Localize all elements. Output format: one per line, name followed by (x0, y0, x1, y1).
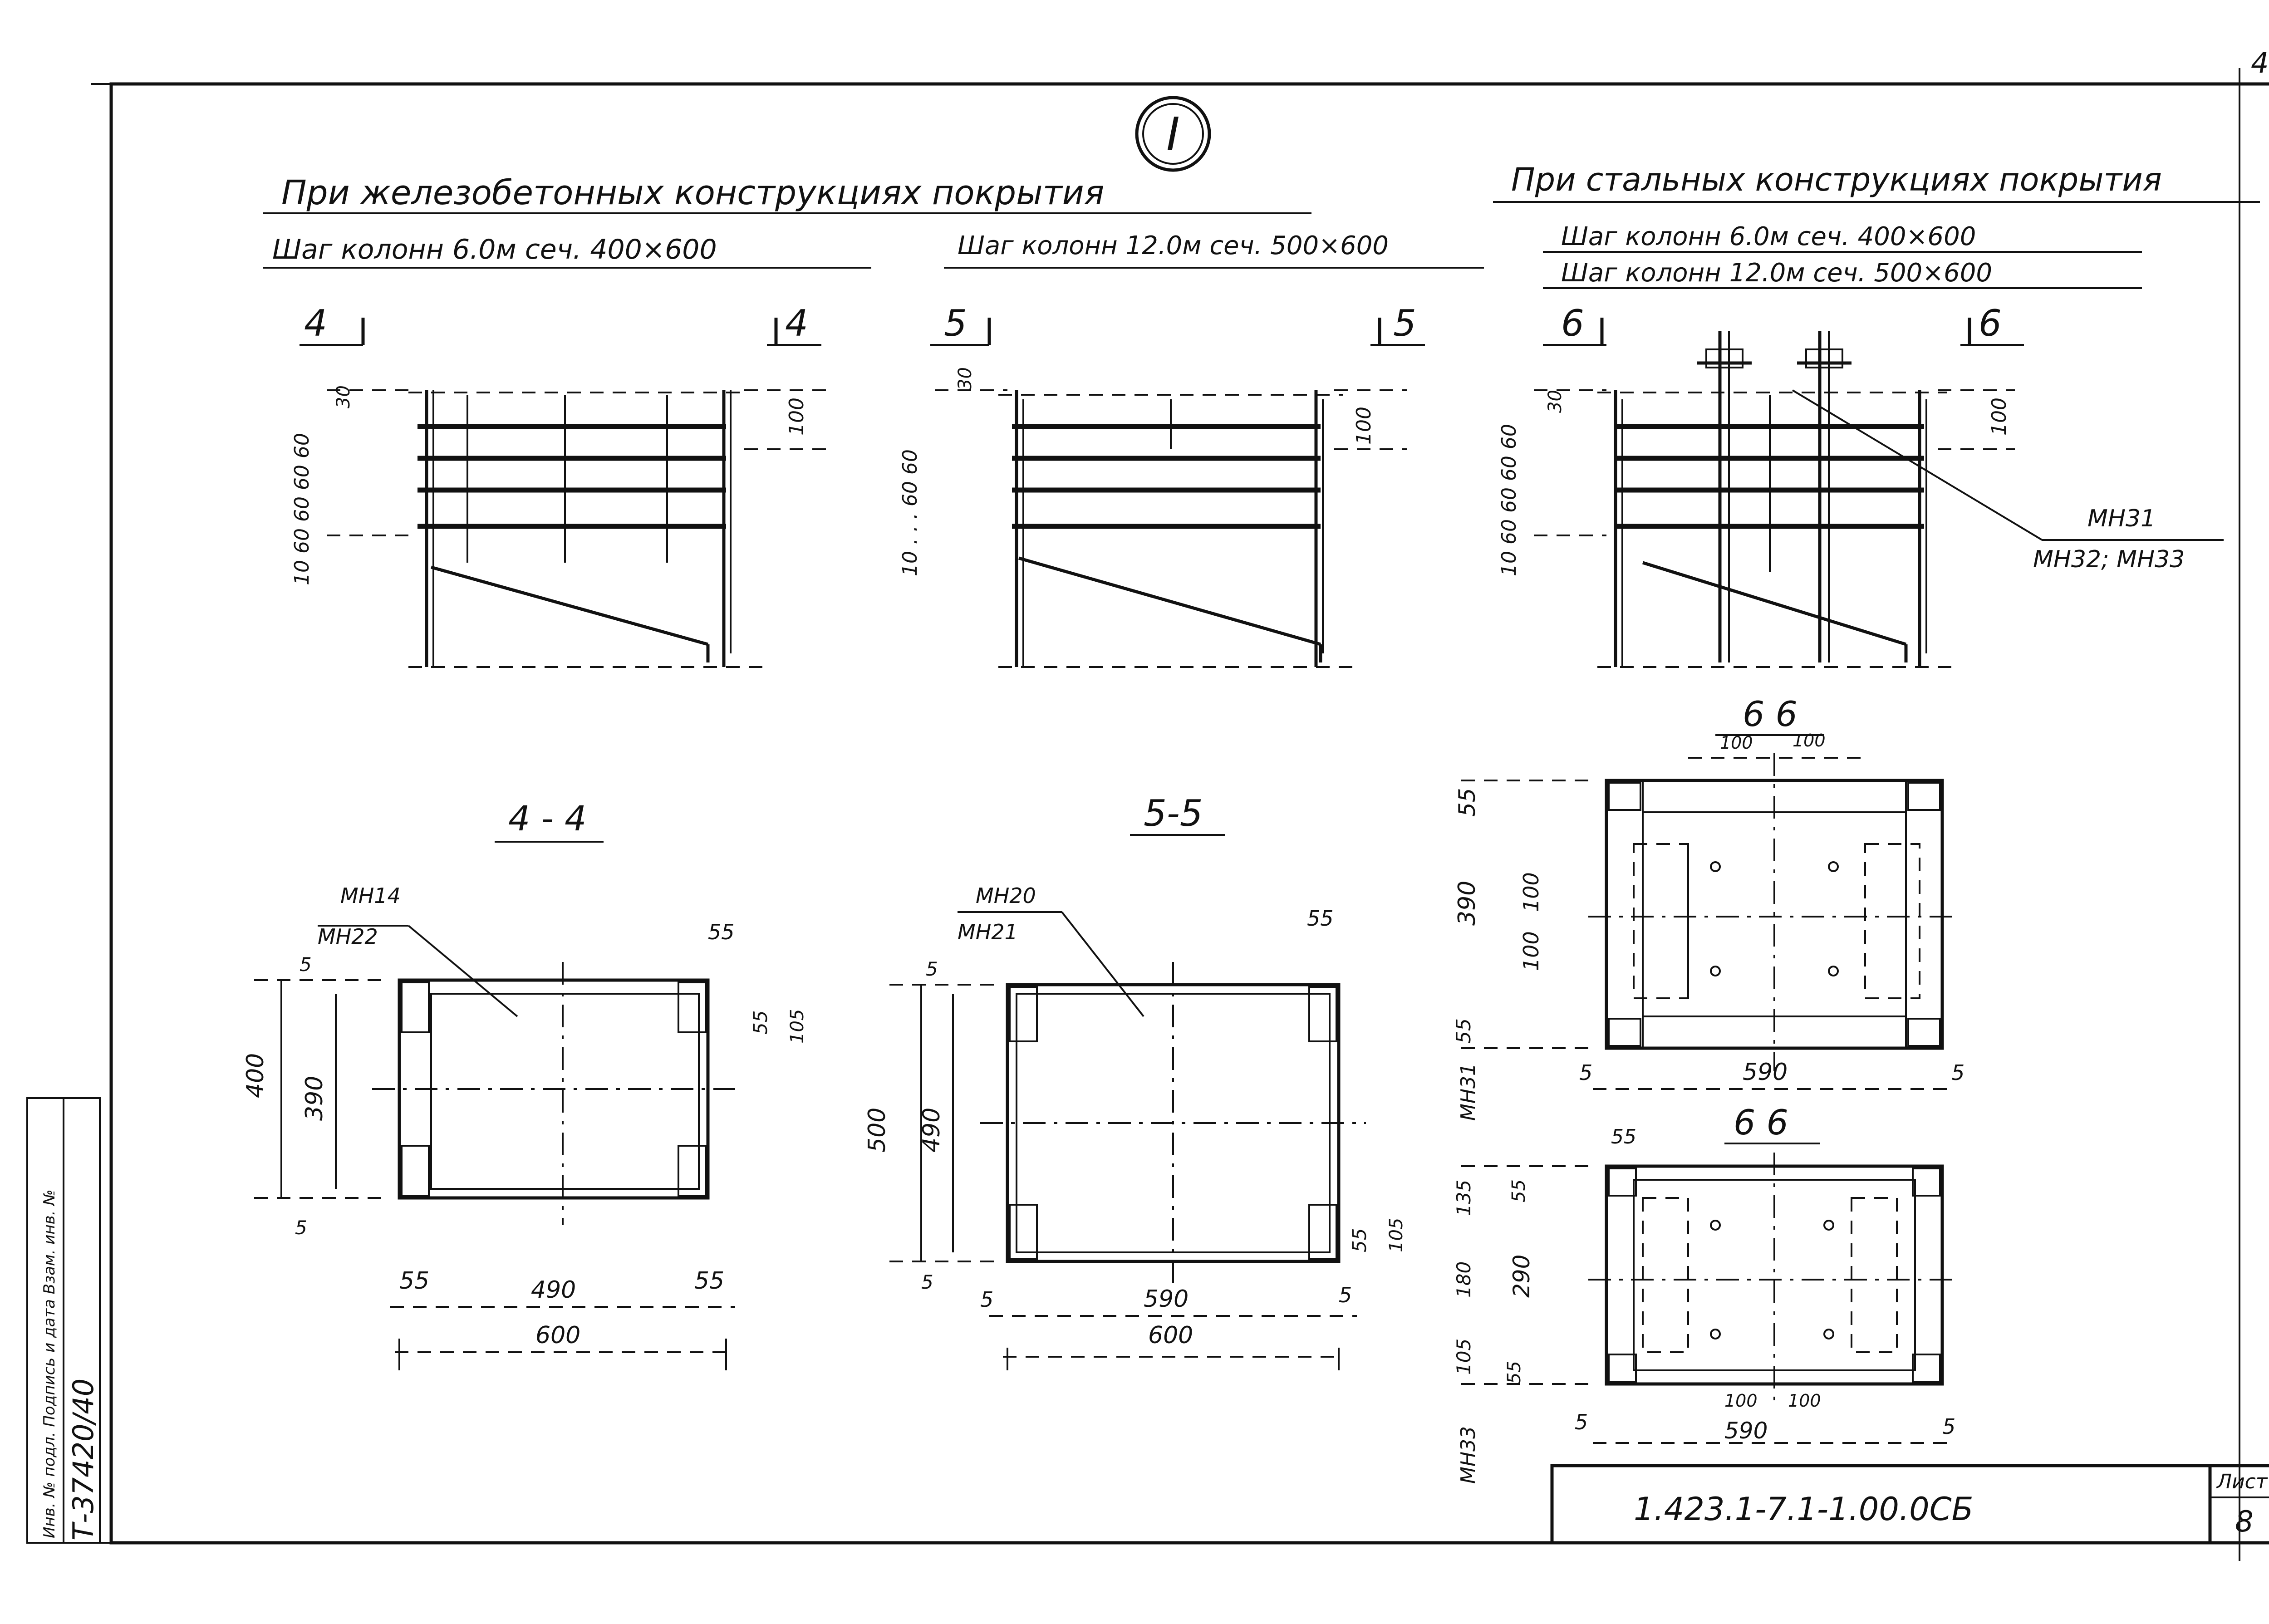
elev5-dim-100: 100 (1352, 407, 1375, 445)
s66b-v180: 180 (1453, 1261, 1475, 1298)
s55-d5-left: 5 (980, 1287, 993, 1312)
s44-d55-top: 55 (708, 920, 735, 944)
s66a-d5-left: 5 (1579, 1060, 1592, 1085)
s66b-h290: 290 (1508, 1255, 1535, 1298)
s55-d5-bottom: 5 (921, 1271, 933, 1293)
s66b-d55-top: 55 (1611, 1125, 1636, 1148)
s44-w-left: 55 (399, 1267, 429, 1295)
s66b-d5-left: 5 (1575, 1410, 1588, 1434)
s44-d5-bottom: 5 (295, 1217, 307, 1239)
section-55-title: 5-5 (1144, 792, 1203, 834)
s44-d105: 105 (787, 1009, 808, 1044)
title-block: 1.423.1-7.1-1.00.0СБ Лист 8 (1550, 1464, 2269, 1545)
section-44-title: 4 - 4 (508, 798, 586, 839)
s66a-top100a: 100 (1720, 733, 1753, 753)
subheading-steel-6m: Шаг колонн 6.0м сеч. 400×600 (1561, 222, 1976, 251)
s44-w-mid: 490 (531, 1276, 576, 1304)
s66a-d55-top: 55 (1454, 788, 1480, 817)
s66b-v135: 135 (1453, 1180, 1475, 1216)
s55-d5-right: 5 (1339, 1283, 1352, 1307)
side-stamp: Инв. № подл. Подпись и дата Взам. инв. №… (26, 1097, 101, 1544)
cut-mark-5-left: 5 (944, 302, 967, 344)
subheading-steel-12m: Шаг колонн 12.0м сеч. 500×600 (1561, 258, 1992, 288)
leader-mn31-side: МН31 (1457, 1063, 1480, 1121)
leader-mn31: МН31 (2087, 505, 2156, 532)
subheading-rc-12m: Шаг колонн 12.0м сеч. 500×600 (958, 231, 1389, 260)
s66b-d5-right: 5 (1942, 1414, 1955, 1439)
s66b-d55-side-top: 55 (1508, 1179, 1529, 1202)
side-stamp-inv: Т-37420/40 (67, 1379, 100, 1541)
cut-mark-6-right: 6 (1979, 302, 2002, 344)
section-66b-title: 6 6 (1734, 1102, 1788, 1143)
heading-rc: При железобетонных конструкциях покрытия (281, 173, 1104, 212)
title-block-sheet-label: Лист (2216, 1470, 2268, 1493)
leader-mn14: МН14 (340, 883, 401, 908)
s66b-v105: 105 (1453, 1339, 1475, 1375)
cut-mark-6-left: 6 (1561, 302, 1584, 344)
s66a-v100a: 100 (1519, 872, 1543, 912)
elev4-dim-stack: 10 60 60 60 60 (290, 433, 314, 585)
section-66a-title: 6 6 (1743, 694, 1798, 734)
s55-w-mid: 590 (1144, 1285, 1189, 1313)
section-5-5: 5-5 МН20 МН21 500 490 5 5 55 55 105 5 59… (864, 792, 1407, 1370)
s66b-b100b: 100 (1788, 1391, 1821, 1411)
s66a-d55-bottom: 55 (1452, 1018, 1475, 1044)
elevation-4: 4 4 10 60 60 60 60 30 100 (290, 302, 826, 668)
heading-steel: При стальных конструкциях покрытия (1511, 161, 2162, 198)
s44-w-total: 600 (535, 1322, 580, 1349)
elevation-6: 6 6 МН31 МН32; МН33 10 60 60 60 60 (1498, 302, 2224, 668)
section-4-4: 4 - 4 МН14 МН22 400 390 5 5 55 55 105 55… (242, 798, 808, 1370)
elev6-dim-100: 100 (1988, 397, 2011, 436)
s44-h-inner: 390 (301, 1076, 328, 1121)
s55-h-total: 500 (864, 1108, 891, 1153)
s66b-w590: 590 (1724, 1418, 1768, 1444)
s66a-v100b: 100 (1519, 931, 1543, 971)
section-6-6-b: 6 6 55 135 180 105 290 55 55 МН33 100 10… (1453, 1102, 1960, 1484)
subheading-rc-6m: Шаг колонн 6.0м сеч. 400×600 (272, 234, 717, 265)
s66a-h390: 390 (1454, 881, 1481, 926)
title-block-sheet-no: 8 (2235, 1505, 2254, 1539)
s66a-top100b: 100 (1793, 731, 1826, 751)
section-badge-label: I (1166, 108, 1180, 161)
s66b-b100a: 100 (1724, 1391, 1758, 1411)
elev6-dim-stack: 10 60 60 60 60 (1498, 424, 1521, 576)
cut-mark-4-right: 4 (785, 302, 808, 344)
s66b-d55-side-bottom: 55 (1504, 1361, 1525, 1384)
leader-mn20: МН20 (976, 883, 1036, 908)
s66a-w590: 590 (1743, 1059, 1788, 1086)
elevation-5: 5 5 10 . . . 60 60 30 100 (899, 302, 1425, 668)
s44-w-right: 55 (694, 1267, 724, 1295)
elev5-dim-stack: 10 . . . 60 60 (899, 449, 922, 576)
cut-mark-4-left: 4 (304, 302, 327, 344)
s66a-d5-right: 5 (1951, 1060, 1965, 1085)
leader-mn32-33: МН32; МН33 (2033, 546, 2185, 573)
s55-d105: 105 (1386, 1218, 1407, 1252)
cut-mark-5-right: 5 (1393, 302, 1416, 344)
sheet-number-top: 40 (2251, 46, 2269, 79)
s44-d55-side: 55 (749, 1011, 771, 1035)
s55-d55-top: 55 (1307, 906, 1334, 931)
s55-h-inner: 490 (918, 1108, 945, 1153)
s55-w-total: 600 (1148, 1322, 1193, 1349)
elev6-dim-30: 30 (1545, 390, 1566, 413)
elev5-dim-30: 30 (955, 367, 976, 390)
leader-mn21: МН21 (958, 920, 1018, 944)
side-stamp-labels: Инв. № подл. Подпись и дата Взам. инв. № (40, 1189, 59, 1538)
elev4-dim-100: 100 (785, 397, 808, 436)
s44-d5-top: 5 (300, 953, 312, 976)
s44-h-total: 400 (242, 1053, 269, 1098)
section-badge: I (1135, 96, 1211, 172)
s55-d5-top: 5 (926, 958, 938, 980)
leader-mn33-side: МН33 (1457, 1426, 1480, 1484)
elev4-dim-30: 30 (333, 385, 354, 408)
title-block-code: 1.423.1-7.1-1.00.0СБ (1634, 1491, 1974, 1528)
section-6-6-a: 6 6 100 100 55 390 100 100 55 МН31 5 590… (1452, 694, 1965, 1121)
s55-d55-side: 55 (1348, 1228, 1370, 1252)
leader-mn22: МН22 (318, 924, 378, 949)
